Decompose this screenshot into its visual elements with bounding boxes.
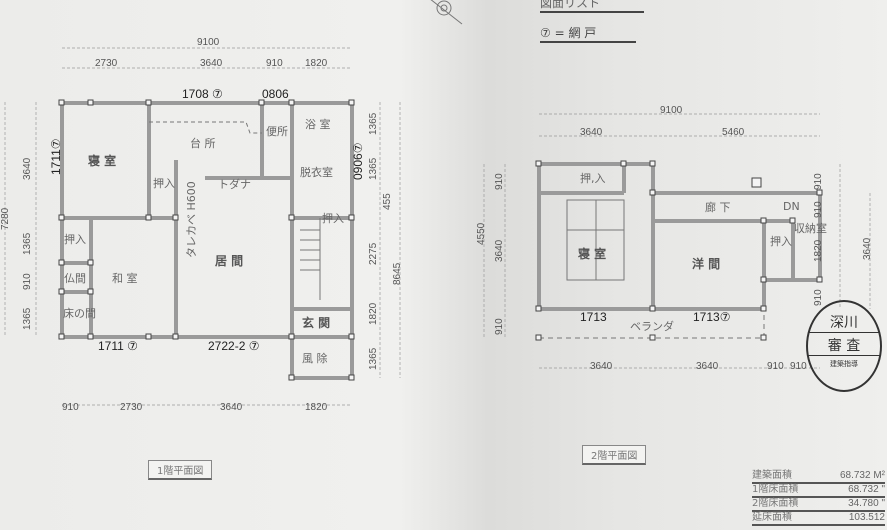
f2-dim-bottom: 3640 <box>696 361 719 372</box>
area-label: 建築面積 <box>752 470 792 481</box>
f1-dim-right: 1820 <box>368 302 379 325</box>
f1-room-label: 押入 <box>153 176 175 190</box>
area-value: 68.732 <box>839 470 871 481</box>
f2-room-label: 洋 間 <box>692 256 720 271</box>
f2-room-label: 押入 <box>770 234 792 248</box>
f1-window-label: 1708 ⑦ <box>182 87 223 101</box>
area-row: 建築面積 68.732 M² <box>752 470 885 484</box>
area-row: 2階床面積 34.780 " <box>752 498 885 512</box>
f1-dim-top: 2730 <box>95 58 118 69</box>
f1-dim-bottom: 2730 <box>120 402 143 413</box>
f1-dim-left: 7280 <box>0 207 11 230</box>
f2-dim-left: 910 <box>494 318 505 335</box>
f2-dim-top: 3640 <box>580 127 603 138</box>
f1-room-label: 浴 室 <box>305 117 331 131</box>
north-compass-icon <box>430 0 463 25</box>
floor2-plan: 9100 3640 5460 3640 3640 910 910 910 455… <box>476 105 873 372</box>
f1-room-label: 便所 <box>266 125 288 138</box>
f2-room-label: 収納室 <box>794 221 827 235</box>
f2-dim-top-total: 9100 <box>660 105 683 116</box>
f2-room-label: 寝 室 <box>578 246 606 261</box>
f2-room-label: DN <box>783 200 800 213</box>
area-value: 34.780 <box>848 498 879 509</box>
f1-dim-top: 910 <box>266 58 283 69</box>
f1-window-label: 0806 <box>262 87 289 101</box>
floor-area-table: 建築面積 68.732 M² 1階床面積 68.732 " 2階床面積 34.780 … <box>752 470 885 526</box>
f2-dim-bottom: 3640 <box>590 361 613 372</box>
f2-window-label: 1713⑦ <box>693 310 730 324</box>
f2-dim-right: 910 <box>813 201 824 218</box>
f1-dim-right: 1365 <box>368 347 379 370</box>
f2-dim-bottom: 910 <box>790 361 807 372</box>
f2-dim-left: 910 <box>494 173 505 190</box>
f2-dim-right-total: 3640 <box>862 237 873 260</box>
area-value: 103.512 <box>848 512 885 523</box>
f2-dim-top: 5460 <box>722 127 745 138</box>
stamp-line1: 深川 <box>808 302 880 333</box>
f1-dim-left: 1365 <box>22 307 33 330</box>
f1-dim-bottom: 1820 <box>305 402 328 413</box>
legend-screen-door: ⑦ = 網 戸 <box>540 24 636 43</box>
area-unit: " <box>881 484 885 495</box>
f1-dim-top: 1820 <box>305 58 328 69</box>
stamp-line3: 建築指導 <box>830 360 858 368</box>
floor1-title: 1階平面図 <box>148 460 213 480</box>
inspection-stamp: 深川 審 査 建築指導 <box>806 300 882 392</box>
f1-room-label: 押入 <box>322 211 344 225</box>
f1-dim-left: 3640 <box>22 157 33 180</box>
f1-dim-right: 1365 <box>368 112 379 135</box>
f2-dim-left: 4550 <box>476 222 487 245</box>
f1-dim-right: 455 <box>382 193 393 210</box>
f1-room-label: トダナ <box>218 177 251 191</box>
floor2-title: 2階平面図 <box>582 445 647 465</box>
f2-dim-right: 910 <box>813 289 824 306</box>
area-row: 延床面積 103.512 <box>752 512 885 526</box>
f1-room-label: 押入 <box>64 232 86 246</box>
area-row: 1階床面積 68.732 " <box>752 484 885 498</box>
area-label: 延床面積 <box>752 512 792 523</box>
f1-dim-top: 3640 <box>200 58 223 69</box>
f1-dim-right: 1365 <box>368 157 379 180</box>
f2-dim-right: 910 <box>813 173 824 190</box>
f1-room-label: タレカベ H600 <box>185 181 198 258</box>
f1-dim-right-total: 8645 <box>392 262 403 285</box>
area-unit: M² <box>873 470 885 481</box>
f2-window-label: 1713 <box>580 310 607 324</box>
f1-dim-left: 910 <box>22 273 33 290</box>
stamp-line2: 審 査 <box>808 333 880 356</box>
f1-dim-bottom: 910 <box>62 402 79 413</box>
f1-window-label: 1711 ⑦ <box>98 339 138 353</box>
f1-room-label: 寝 室 <box>88 153 116 168</box>
f1-room-label: 居 間 <box>215 254 243 268</box>
f1-dim-left: 1365 <box>22 232 33 255</box>
f1-dim-right: 2275 <box>368 242 379 265</box>
f1-dim-bottom: 3640 <box>220 402 243 413</box>
f2-room-label: 廊 下 <box>705 200 731 214</box>
f1-window-label: 0906⑦ <box>351 143 365 180</box>
f1-room-label: 仏間 <box>64 272 86 285</box>
area-label: 1階床面積 <box>752 484 799 495</box>
f2-dim-bottom: 910 <box>767 361 784 372</box>
f2-room-label: ベランダ <box>630 319 674 333</box>
drawing-list-heading: 図面リスト <box>540 0 644 13</box>
f1-room-label: 脱衣室 <box>300 165 333 179</box>
f1-dim-top-total: 9100 <box>197 37 220 48</box>
area-unit: " <box>881 498 885 509</box>
f1-window-label: 2722-2 ⑦ <box>208 339 259 353</box>
f1-room-label: 床の間 <box>63 306 96 320</box>
f2-dim-right: 1820 <box>813 239 824 262</box>
f1-room-label: 玄 関 <box>302 315 330 330</box>
area-label: 2階床面積 <box>752 498 799 509</box>
area-value: 68.732 <box>848 484 879 495</box>
f1-room-label: 台 所 <box>190 136 216 150</box>
floor1-plan: 9100 2730 3640 910 1820 910 2730 3640 18… <box>0 37 403 413</box>
f1-window-label: 1711⑦ <box>49 138 63 175</box>
f2-dim-left: 3640 <box>494 239 505 262</box>
f1-room-label: 和 室 <box>112 271 138 285</box>
f1-room-label: 風 除 <box>302 351 328 365</box>
f2-room-label: 押,入 <box>580 171 606 185</box>
